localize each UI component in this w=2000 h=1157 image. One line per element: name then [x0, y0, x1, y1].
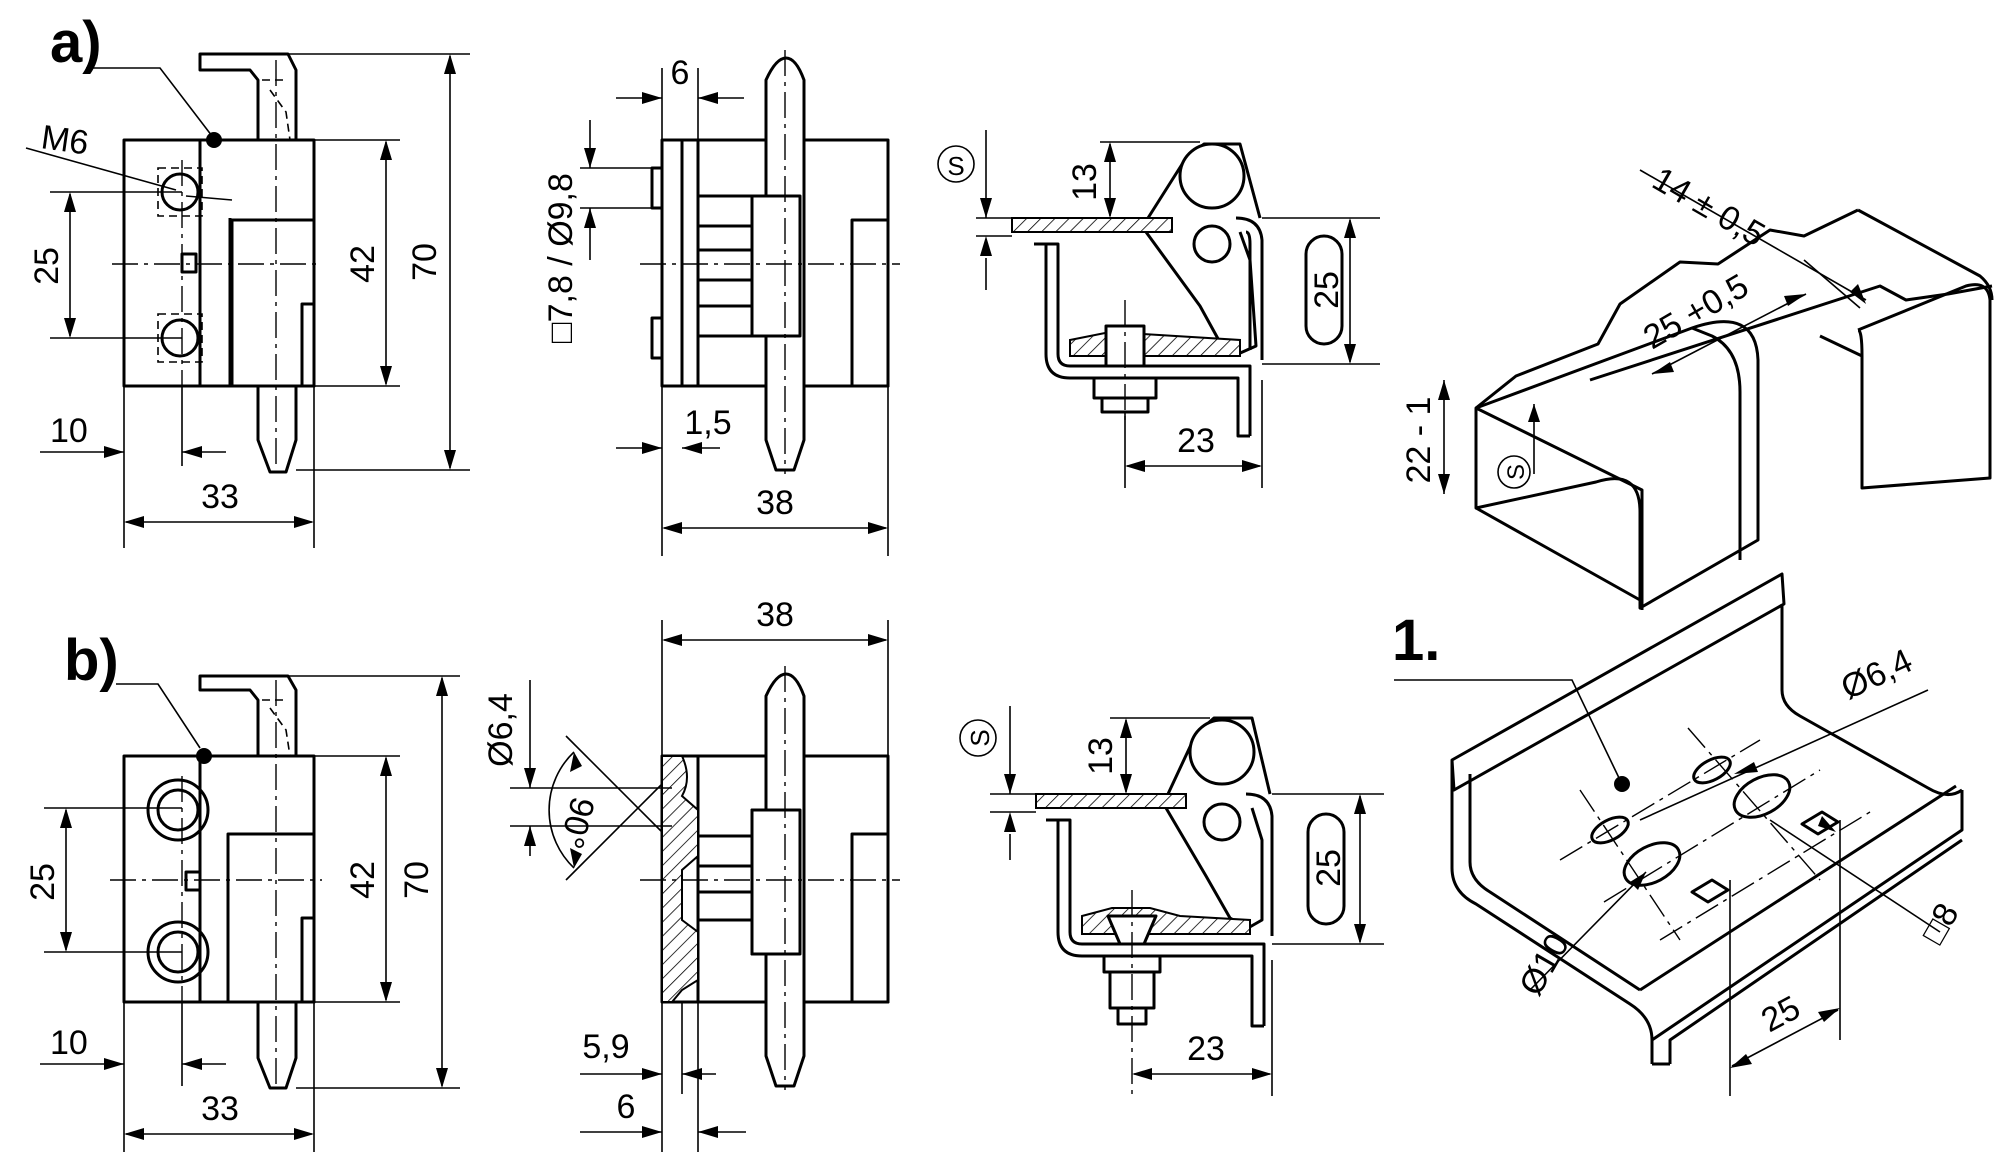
- dim-25-oval: 25: [1308, 271, 1346, 309]
- dim-42: 42: [344, 245, 382, 283]
- dim-13-b: 13: [1082, 737, 1120, 775]
- cutout-symbol-s: S: [1503, 464, 1530, 480]
- dim-sq-dia: □7,8 / Ø9,8: [542, 173, 580, 343]
- variant-a-section-view: S 13 25: [937, 130, 1380, 488]
- dim-thread: M6: [39, 118, 91, 162]
- dim-6-b: 6: [617, 1088, 636, 1126]
- dim-25-b: 25: [24, 863, 62, 901]
- dim-dia-6-4: Ø6,4: [482, 693, 520, 767]
- bracket-isometric-view: 1. Ø6,4 Ø10 □8: [1392, 572, 1967, 1096]
- symbol-s-b: S: [965, 729, 995, 746]
- bracket-dim-sq-8: □8: [1914, 897, 1967, 950]
- dim-25: 25: [28, 247, 66, 285]
- variant-b-section-view: S 13 25 23: [959, 706, 1384, 1096]
- label-item-1: 1.: [1392, 608, 1440, 673]
- cutout-dim-14: 14 ± 0,5: [1646, 160, 1771, 254]
- dim-70-b: 70: [398, 861, 436, 899]
- dim-38-b: 38: [756, 596, 794, 634]
- dim-23-b: 23: [1187, 1030, 1225, 1068]
- dim-23: 23: [1177, 422, 1215, 460]
- dim-angle-90: 90°: [552, 793, 602, 853]
- cutout-dim-22: 22 - 1: [1400, 397, 1438, 484]
- variant-b-front-view: b) 25 42 70: [24, 628, 460, 1152]
- variant-a-front-view: a) M6 25 42: [25, 10, 470, 548]
- dim-10-b: 10: [50, 1024, 88, 1062]
- bracket-dim-25: 25: [1755, 989, 1806, 1040]
- label-variant-b: b): [64, 628, 119, 693]
- label-variant-a: a): [50, 10, 102, 75]
- cutout-isometric-view: 14 ± 0,5 25 +0,5 22 - 1 S: [1400, 160, 1994, 610]
- dim-25-oval-b: 25: [1310, 849, 1348, 887]
- dim-1-5: 1,5: [684, 404, 731, 442]
- bracket-dim-dia-6-4: Ø6,4: [1835, 642, 1918, 708]
- dim-38: 38: [756, 484, 794, 522]
- variant-a-side-view: 6 □7,8 / Ø9,8 1,5 38: [542, 50, 900, 556]
- dim-33: 33: [201, 478, 239, 516]
- dim-13: 13: [1066, 163, 1104, 201]
- dim-6: 6: [671, 54, 690, 92]
- variant-b-side-view: 38 Ø6,4 90° 5,9 6: [482, 596, 900, 1152]
- dim-70: 70: [406, 243, 444, 281]
- dim-42-b: 42: [344, 861, 382, 899]
- dim-33-b: 33: [201, 1090, 239, 1128]
- dim-10: 10: [50, 412, 88, 450]
- symbol-s: S: [947, 151, 964, 181]
- dim-5-9: 5,9: [582, 1028, 629, 1066]
